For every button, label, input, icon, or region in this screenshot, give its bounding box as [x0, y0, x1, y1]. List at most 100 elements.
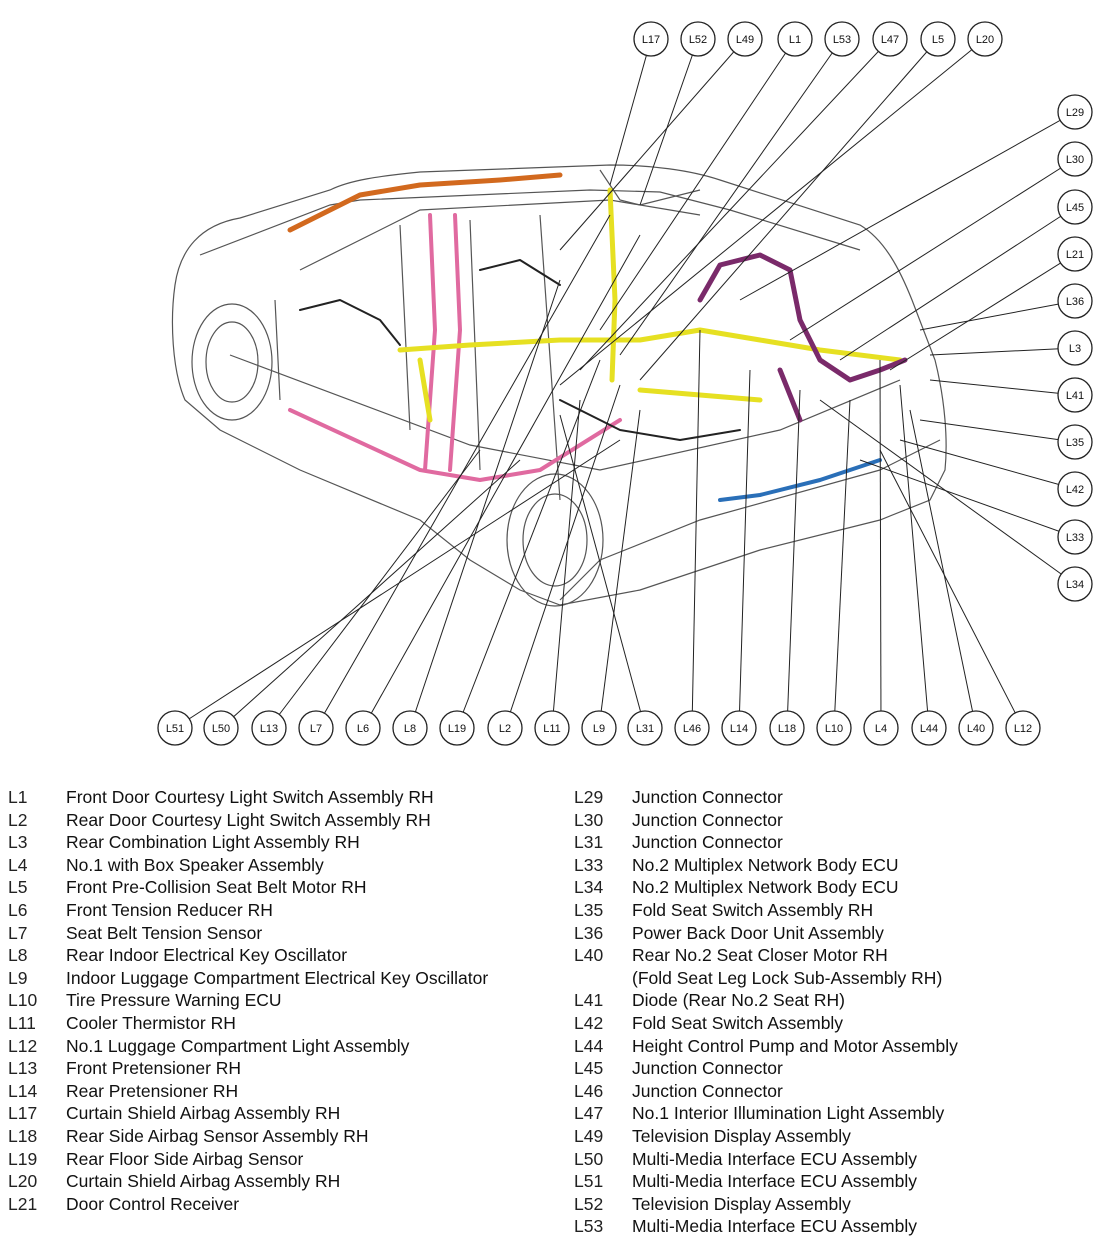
legend-description-line1: Rear Indoor Electrical Key Oscillator [66, 945, 348, 966]
svg-text:L47: L47 [881, 34, 899, 46]
legend-description-line1: Fold Seat Switch Assembly RH [632, 899, 874, 920]
leader-line-l47 [579, 38, 891, 371]
legend-description-line1: Junction Connector [632, 809, 783, 830]
legend-code: L50 [574, 1148, 604, 1169]
svg-text:L11: L11 [543, 723, 561, 735]
vehicle-body [171, 164, 947, 606]
legend-description-line1: Television Display Assembly [632, 1193, 851, 1214]
legend-description-line1: Door Control Receiver [66, 1193, 240, 1214]
legend-code: L17 [8, 1103, 38, 1124]
svg-text:L19: L19 [448, 723, 466, 735]
legend-description-line1: Tire Pressure Warning ECU [66, 990, 282, 1011]
callout-l13: L13 [251, 710, 287, 746]
legend-row-l17: L17 Curtain Shield Airbag Assembly RH [8, 1102, 548, 1125]
svg-text:L41: L41 [1066, 390, 1084, 402]
legend-row-l4: L4 No.1 with Box Speaker Assembly [8, 854, 548, 877]
legend-description: Rear Indoor Electrical Key Oscillator [66, 944, 347, 967]
legend-code: L42 [574, 1012, 604, 1033]
leader-line-l17 [609, 38, 652, 186]
legend-description-line2: (Fold Seat Leg Lock Sub-Assembly RH) [632, 967, 943, 988]
leader-line-l3 [929, 347, 1076, 356]
legend-description: Front Tension Reducer RH [66, 899, 273, 922]
svg-text:L3: L3 [1069, 343, 1081, 355]
legend-code: L4 [8, 854, 28, 875]
legend-description-line1: No.1 Luggage Compartment Light Assembly [66, 1035, 410, 1056]
legend-code: L52 [574, 1193, 604, 1214]
callout-l49: L49 [727, 21, 763, 57]
callout-l51: L51 [157, 710, 193, 746]
legend-description: Junction Connector [632, 809, 783, 832]
leader-line-l31 [559, 414, 646, 729]
wheels [191, 303, 604, 607]
legend-code: L10 [8, 990, 38, 1011]
leader-line-l14 [738, 369, 751, 729]
legend-code: L14 [8, 1080, 38, 1101]
callout-l30: L30 [1057, 141, 1093, 177]
legend-row-l52: L52 Television Display Assembly [574, 1193, 1094, 1216]
callout-l40: L40 [958, 710, 994, 746]
svg-text:L44: L44 [920, 723, 938, 735]
legend-code: L5 [8, 877, 28, 898]
leader-line-l35 [919, 419, 1076, 443]
leader-line-l6 [362, 234, 641, 729]
leader-line-l40 [909, 409, 977, 729]
legend-description-line1: Rear Side Airbag Sensor Assembly RH [66, 1125, 369, 1146]
legend-description-line1: Front Tension Reducer RH [66, 899, 273, 920]
svg-text:L12: L12 [1014, 723, 1032, 735]
legend-code: L29 [574, 787, 604, 807]
legend-description-line1: Front Door Courtesy Light Switch Assembl… [66, 787, 434, 807]
legend-description: No.1 with Box Speaker Assembly [66, 854, 324, 877]
legend-description-line1: Diode (Rear No.2 Seat RH) [632, 990, 845, 1011]
callout-l29: L29 [1057, 94, 1093, 130]
legend-description-line1: Front Pretensioner RH [66, 1058, 242, 1079]
leader-line-l36 [919, 300, 1076, 331]
legend-code: L36 [574, 922, 604, 943]
leader-line-l33 [859, 459, 1076, 538]
legend-description-line1: Junction Connector [632, 832, 783, 853]
leader-line-l13 [268, 449, 481, 729]
legend-description: Multi-Media Interface ECU Assembly [632, 1215, 917, 1238]
legend-code: L34 [574, 877, 604, 898]
svg-text:L21: L21 [1066, 249, 1084, 261]
leader-line-l5 [639, 38, 939, 381]
leader-lines [174, 38, 1076, 729]
callout-l19: L19 [439, 710, 475, 746]
svg-text:L4: L4 [875, 723, 887, 735]
legend-code: L49 [574, 1125, 604, 1146]
legend-description: Rear Side Airbag Sensor Assembly RH [66, 1125, 369, 1148]
svg-text:L34: L34 [1066, 579, 1084, 591]
legend-code: L7 [8, 922, 28, 943]
leader-line-l29 [739, 111, 1076, 301]
legend-description: Height Control Pump and Motor Assembly [632, 1035, 958, 1058]
svg-text:L13: L13 [260, 723, 278, 735]
legend-description: Rear Pretensioner RH [66, 1080, 238, 1103]
legend-description: Curtain Shield Airbag Assembly RH [66, 1170, 340, 1193]
leader-line-l42 [899, 439, 1076, 490]
callout-l17: L17 [633, 21, 669, 57]
legend-description-line1: Rear Floor Side Airbag Sensor [66, 1148, 304, 1169]
legend-description: Television Display Assembly [632, 1125, 851, 1148]
callout-l1: L1 [777, 21, 813, 57]
legend-description: Cooler Thermistor RH [66, 1012, 236, 1035]
svg-text:L2: L2 [499, 723, 511, 735]
leader-line-l34 [819, 399, 1076, 585]
legend-description: No.1 Interior Illumination Light Assembl… [632, 1102, 944, 1125]
leader-line-l12 [879, 449, 1024, 729]
legend-description: Curtain Shield Airbag Assembly RH [66, 1102, 340, 1125]
callout-l52: L52 [680, 21, 716, 57]
legend-description: Door Control Receiver [66, 1193, 239, 1216]
legend-code: L47 [574, 1103, 604, 1124]
svg-text:L17: L17 [642, 34, 660, 46]
svg-text:L31: L31 [636, 723, 654, 735]
callout-l14: L14 [721, 710, 757, 746]
